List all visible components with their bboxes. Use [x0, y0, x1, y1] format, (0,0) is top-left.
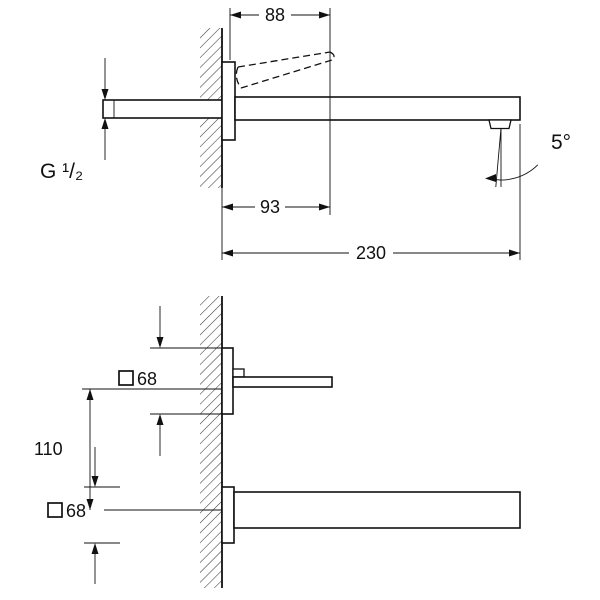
dimension-230: 230 [222, 243, 520, 263]
dimension-thread: G ¹/₂ [40, 58, 109, 183]
arrowhead-left-icon [230, 11, 241, 19]
arrowhead-up-icon [156, 414, 164, 425]
lever-dash-line [237, 51, 331, 68]
arrowhead-right-icon [319, 11, 330, 19]
lever-dash-base [235, 66, 242, 89]
dimension-68-spout: 68 [47, 447, 120, 584]
dim-label-68-spout: 68 [66, 501, 86, 521]
arrowhead-down-icon [91, 476, 99, 487]
dimension-110: 110 [34, 388, 222, 511]
dim-label-angle: 5° [551, 131, 571, 154]
arrowhead-right-icon [509, 249, 520, 257]
square-symbol-icon [47, 502, 63, 518]
handle-lever [232, 376, 333, 388]
dim-label-68-handle: 68 [137, 369, 157, 389]
dim-label-93: 93 [260, 197, 280, 217]
spout-plate [221, 486, 235, 544]
arrowhead-down-icon [86, 499, 94, 510]
arrowhead-up-icon [101, 118, 109, 129]
dimension-88: 88 [230, 5, 330, 25]
angle-tilted-line [495, 127, 502, 188]
label-background [349, 244, 393, 262]
spout-body [234, 96, 521, 121]
arrowhead-down-icon [156, 337, 164, 348]
dimension-68-handle: 68 [118, 306, 222, 456]
arrowhead-up-icon [86, 389, 94, 400]
dimension-93: 93 [222, 197, 330, 217]
square-symbol-icon [118, 370, 134, 386]
supply-pipe [102, 99, 223, 119]
spout-front [233, 491, 521, 529]
dim-label-230: 230 [356, 243, 386, 263]
wall-hatch [200, 296, 222, 588]
arrowhead-left-icon [485, 174, 496, 182]
aerator [488, 119, 512, 130]
side-view: 88 G ¹/₂ 93 230 [40, 5, 571, 263]
handle-plate [221, 347, 234, 415]
arrowhead-left-icon [222, 203, 233, 211]
arrowhead-right-icon [319, 203, 330, 211]
arrowhead-left-icon [222, 249, 233, 257]
dim-label-88: 88 [265, 5, 285, 25]
lever-raised-dashed [235, 51, 335, 89]
dim-label-thread: G ¹/₂ [40, 160, 83, 183]
label-background [255, 198, 285, 216]
dim-label-110: 110 [34, 439, 63, 459]
lever-dash-tip [329, 51, 335, 61]
lever-dash-line [240, 59, 333, 89]
wall-plate-side [221, 61, 236, 141]
handle-base [232, 368, 245, 378]
arrowhead-down-icon [101, 89, 109, 100]
label-background [259, 5, 291, 24]
front-view: 68 110 68 [34, 296, 521, 588]
dimension-angle: 5° [485, 127, 571, 188]
arrowhead-up-icon [91, 543, 99, 554]
